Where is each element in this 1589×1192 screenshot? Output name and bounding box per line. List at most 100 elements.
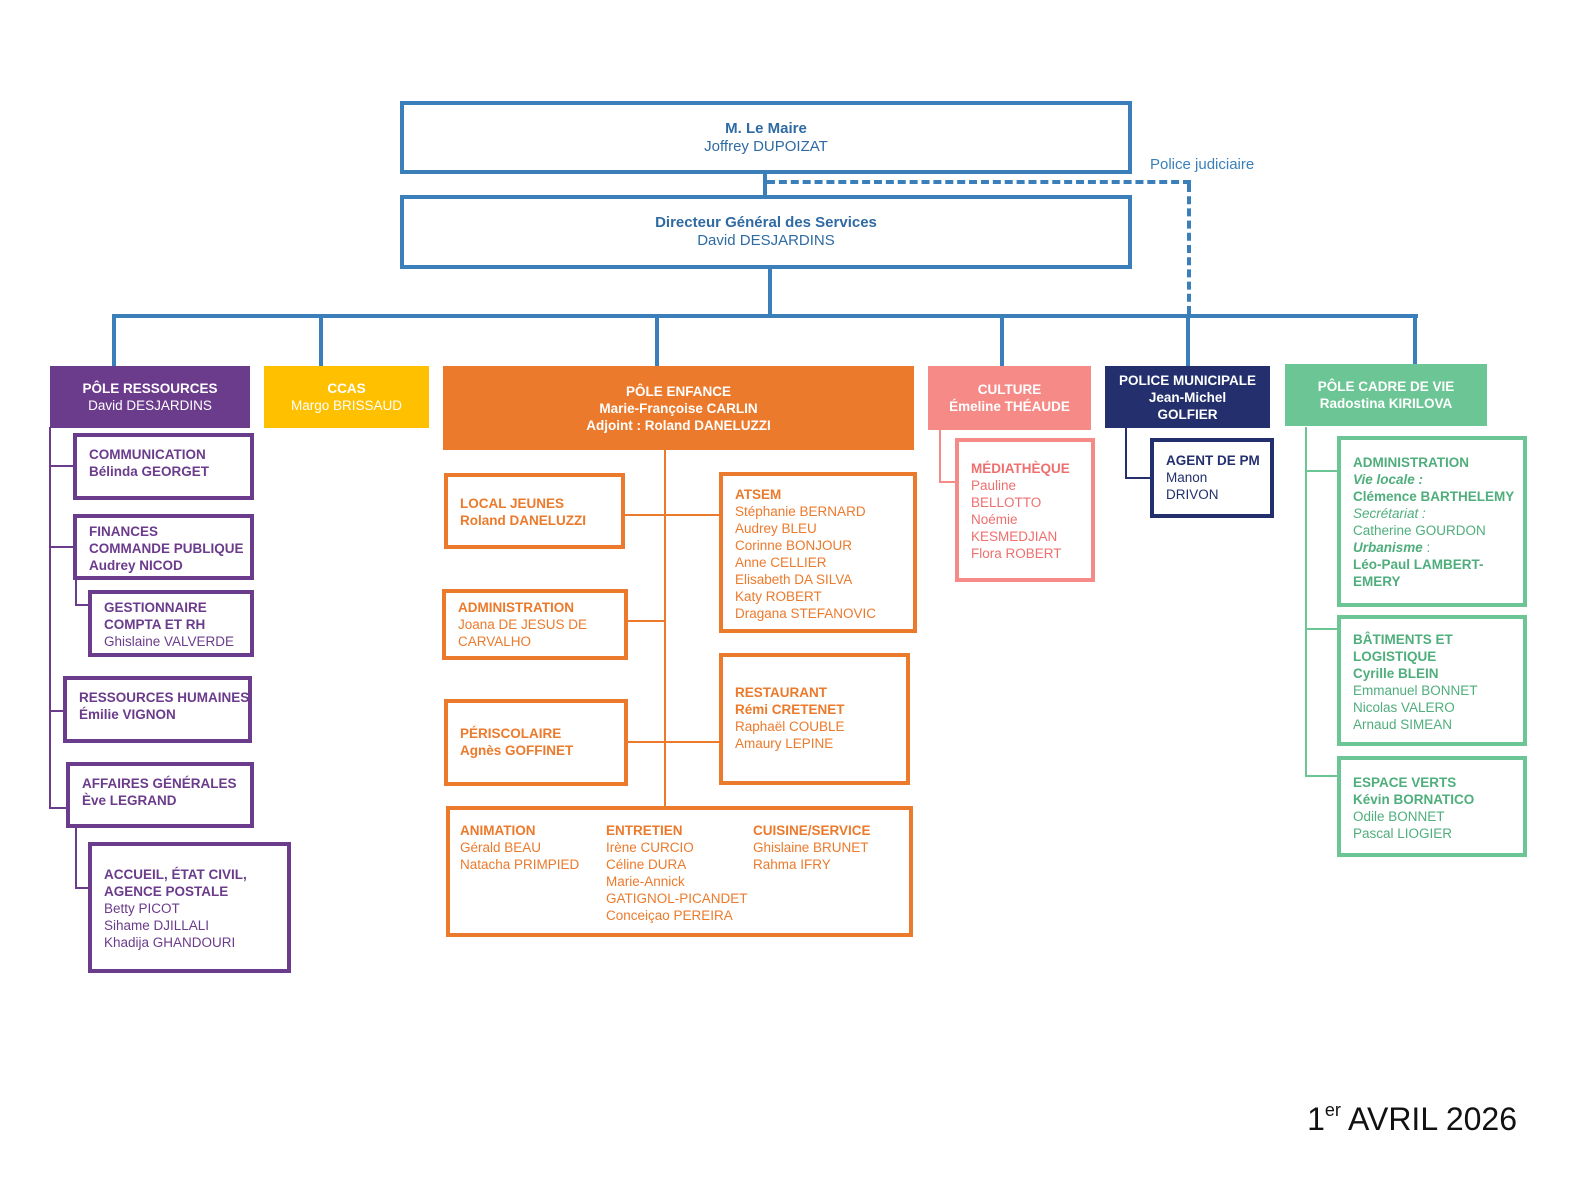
vie-locale-label: Vie locale : xyxy=(1353,472,1424,487)
periscolaire-name: Agnès GOFFINET xyxy=(460,743,574,758)
atsem-member: Anne CELLIER xyxy=(735,555,827,570)
batiments-member: Nicolas VALERO xyxy=(1353,700,1455,715)
police-judiciaire-label: Police judiciaire xyxy=(1150,156,1255,173)
culture-title: CULTURE xyxy=(977,382,1042,397)
agent-pm-line-1: Manon xyxy=(1166,470,1208,485)
rh-box: RESSOURCES HUMAINES Émilie VIGNON xyxy=(63,676,252,743)
line-bus xyxy=(112,314,1418,318)
pole-ressources-name: David DESJARDINS xyxy=(88,398,212,413)
mediatheque-member: Flora ROBERT xyxy=(971,546,1062,561)
line-affaires-accueil-h xyxy=(75,887,90,889)
maire-name: Joffrey DUPOIZAT xyxy=(704,137,828,155)
agent-pm-line-2: DRIVON xyxy=(1166,487,1219,502)
urbanisme-line: Urbanisme : xyxy=(1353,539,1511,556)
line-drop-culture xyxy=(1000,314,1004,367)
line-ressources-branch xyxy=(49,807,68,809)
animation-member: Gérald BEAU xyxy=(460,840,542,855)
ccas-title: CCAS xyxy=(327,381,366,396)
accueil-title-2: AGENCE POSTALE xyxy=(104,884,229,899)
pole-ressources-title: PÔLE RESSOURCES xyxy=(82,381,218,396)
enfance-administration-box: ADMINISTRATION Joana DE JESUS DE CARVALH… xyxy=(442,589,628,660)
footer-date: 1er AVRIL 2026 xyxy=(1307,1100,1517,1138)
line-cadre-vie-branch xyxy=(1305,775,1339,777)
police-name-2: GOLFIER xyxy=(1157,406,1218,422)
mediatheque-member: Pauline xyxy=(971,478,1017,493)
restaurant-title: RESTAURANT xyxy=(735,685,827,700)
batiments-box: BÂTIMENTS ET LOGISTIQUE Cyrille BLEIN Em… xyxy=(1337,615,1527,746)
pole-enfance-adjoint: Adjoint : Roland DANELUZZI xyxy=(586,417,771,433)
line-enfance-branch xyxy=(623,514,721,516)
line-cadre-vie-branch xyxy=(1305,470,1339,472)
espaces-verts-box: ESPACE VERTS Kévin BORNATICO Odile BONNE… xyxy=(1337,756,1527,857)
urbanisme-label: Urbanisme xyxy=(1353,540,1423,555)
maire-title: M. Le Maire xyxy=(725,119,807,137)
periscolaire-box: PÉRISCOLAIRE Agnès GOFFINET xyxy=(444,699,628,786)
line-affaires-accueil xyxy=(75,826,77,888)
animation-entretien-cuisine-box: ANIMATION Gérald BEAU Natacha PRIMPIED E… xyxy=(446,806,913,937)
police-title: POLICE MUNICIPALE xyxy=(1118,372,1256,388)
line-police-spine xyxy=(1125,427,1127,479)
enfance-administration-line-2: CARVALHO xyxy=(458,634,532,649)
finances-title-2: COMMANDE PUBLIQUE xyxy=(89,541,244,556)
atsem-box: ATSEM Stéphanie BERNARD Audrey BLEU Cori… xyxy=(719,472,917,633)
restaurant-box: RESTAURANT Rémi CRETENET Raphaël COUBLE … xyxy=(719,653,910,785)
pole-ressources-header: PÔLE RESSOURCES David DESJARDINS xyxy=(50,366,250,428)
vie-locale-name: Clémence BARTHELEMY xyxy=(1353,489,1515,504)
gestionnaire-box: GESTIONNAIRE COMPTA ET RH Ghislaine VALV… xyxy=(88,590,254,657)
restaurant-member: Raphaël COUBLE xyxy=(735,719,845,734)
gestionnaire-name: Ghislaine VALVERDE xyxy=(104,634,235,649)
mediatheque-member: BELLOTTO xyxy=(971,495,1042,510)
animation-title: ANIMATION xyxy=(460,823,536,838)
culture-header: CULTURE Émeline THÉAUDE xyxy=(928,366,1091,430)
atsem-member: Stéphanie BERNARD xyxy=(735,504,866,519)
local-jeunes-title: LOCAL JEUNES xyxy=(460,496,565,511)
agent-pm-box: AGENT DE PM Manon DRIVON xyxy=(1150,438,1274,518)
batiments-member: Emmanuel BONNET xyxy=(1353,683,1478,698)
line-finances-gest xyxy=(75,578,77,605)
cuisine-member: Ghislaine BRUNET xyxy=(753,840,869,855)
line-police-judiciaire-v xyxy=(1187,184,1191,314)
line-drop-enfance xyxy=(655,314,659,367)
accueil-member: Khadija GHANDOURI xyxy=(104,935,236,950)
gestionnaire-title-1: GESTIONNAIRE xyxy=(104,600,207,615)
cuisine-group: CUISINE/SERVICE Ghislaine BRUNET Rahma I… xyxy=(753,822,871,873)
finances-title-1: FINANCES xyxy=(89,524,159,539)
atsem-member: Elisabeth DA SILVA xyxy=(735,572,853,587)
agent-pm-title: AGENT DE PM xyxy=(1166,453,1260,468)
entretien-member: GATIGNOL-PICANDET xyxy=(606,891,748,906)
atsem-member: Dragana STEFANOVIC xyxy=(735,606,877,621)
line-enfance-branch xyxy=(626,620,665,622)
dgs-name: David DESJARDINS xyxy=(697,232,835,249)
maire-box: M. Le Maire Joffrey DUPOIZAT xyxy=(400,101,1132,174)
secretariat-label: Secrétariat : xyxy=(1353,506,1426,521)
mediatheque-member: Noémie xyxy=(971,512,1018,527)
line-culture-branch xyxy=(939,481,957,483)
footer-day: 1 xyxy=(1307,1101,1325,1137)
atsem-title: ATSEM xyxy=(735,487,782,502)
line-drop-ccas xyxy=(319,314,323,367)
batiments-lead: Cyrille BLEIN xyxy=(1353,666,1439,681)
finances-box: FINANCES COMMANDE PUBLIQUE Audrey NICOD xyxy=(73,514,254,580)
mediatheque-member: KESMEDJIAN xyxy=(971,529,1058,544)
line-enfance-branch xyxy=(626,741,721,743)
accueil-member: Sihame DJILLALI xyxy=(104,918,210,933)
affaires-name: Ève LEGRAND xyxy=(82,793,177,808)
secretariat-name: Catherine GOURDON xyxy=(1353,523,1486,538)
cuisine-title: CUISINE/SERVICE xyxy=(753,823,871,838)
urbanisme-name-1: Léo-Paul LAMBERT- xyxy=(1353,557,1484,572)
animation-member: Natacha PRIMPIED xyxy=(460,857,580,872)
line-enfance-spine xyxy=(664,449,666,809)
espaces-verts-title: ESPACE VERTS xyxy=(1353,775,1457,790)
line-ressources-spine xyxy=(49,427,51,809)
communication-name: Bélinda GEORGET xyxy=(89,464,210,479)
local-jeunes-name: Roland DANELUZZI xyxy=(460,513,586,528)
atsem-member: Audrey BLEU xyxy=(735,521,817,536)
line-drop-police xyxy=(1186,314,1190,367)
urbanisme-colon: : xyxy=(1422,540,1431,555)
entretien-title: ENTRETIEN xyxy=(606,823,683,838)
atsem-member: Corinne BONJOUR xyxy=(735,538,853,553)
pole-enfance-header: PÔLE ENFANCE Marie-Françoise CARLIN Adjo… xyxy=(443,366,914,450)
line-drop-ressources xyxy=(112,314,116,367)
restaurant-member: Amaury LEPINE xyxy=(735,736,834,751)
footer-rest: AVRIL 2026 xyxy=(1340,1101,1517,1137)
